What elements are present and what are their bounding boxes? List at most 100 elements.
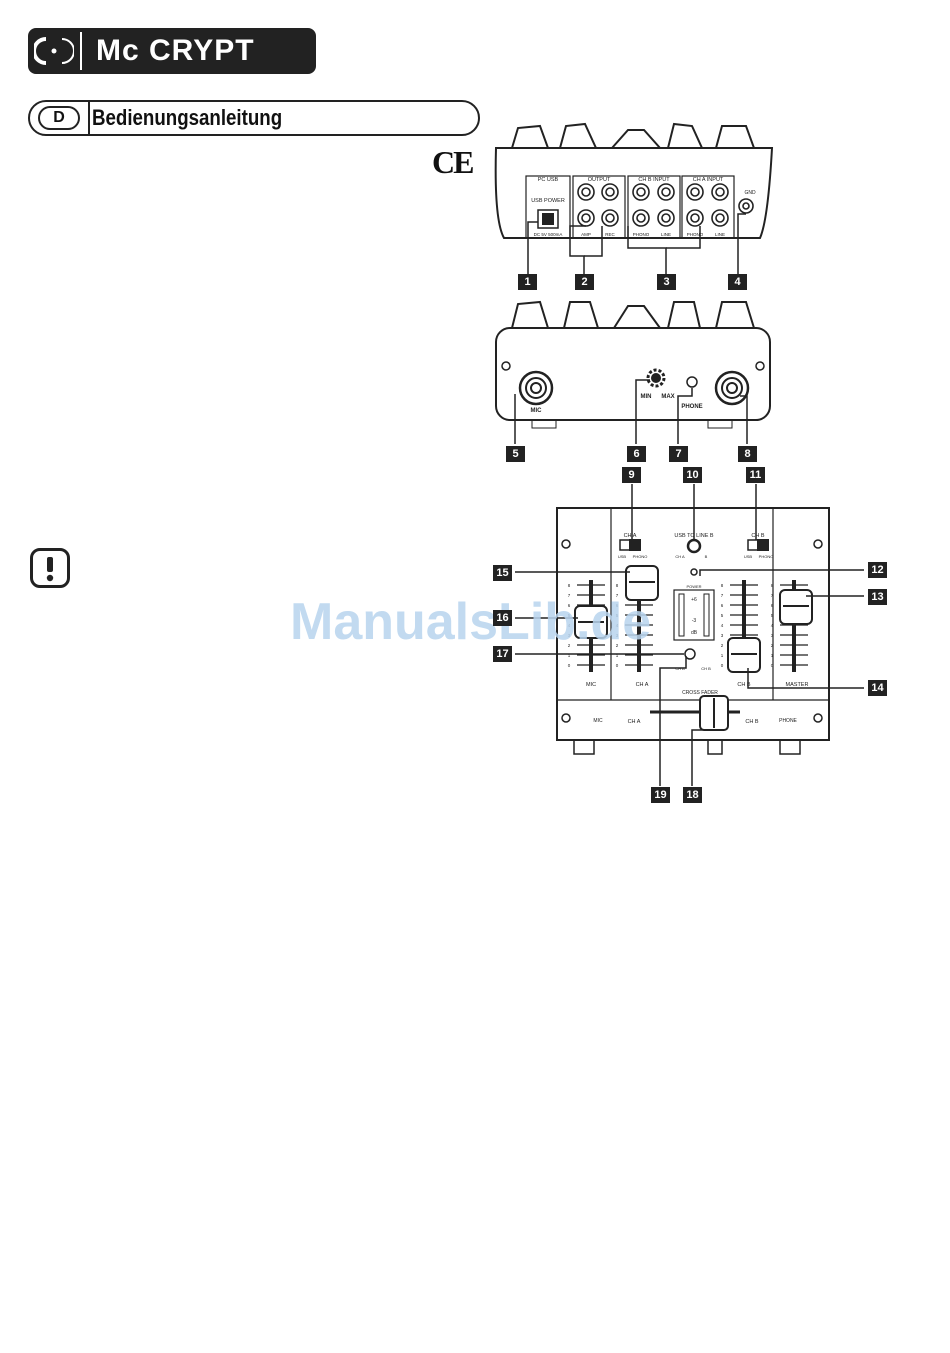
- rear-section-cha: CH A INPUT: [693, 177, 724, 183]
- fader-scale-label: 0: [771, 663, 774, 668]
- callout-6: 6: [627, 446, 646, 462]
- fader-scale-label: 0: [568, 663, 571, 668]
- mic-channel-label: MIC: [586, 682, 596, 688]
- callout-5: 5: [506, 446, 525, 462]
- callout-14: 14: [868, 680, 887, 696]
- meter-db: dB: [691, 630, 698, 636]
- rear-section-output: OUTPUT: [588, 177, 611, 183]
- callout-10: 10: [683, 467, 702, 483]
- min-label: MIN: [641, 394, 652, 400]
- fader-scale-label: 3: [616, 633, 619, 638]
- ce-mark: CE: [432, 144, 474, 180]
- fader-scale-label: 2: [568, 643, 571, 648]
- chb-opt-phono: PHONO: [759, 554, 774, 559]
- callout-18: 18: [683, 787, 702, 803]
- callout-17: 17: [493, 646, 512, 662]
- fader-scale-label: 6: [616, 603, 619, 608]
- callout-8: 8: [738, 446, 757, 462]
- fader-scale-label: 4: [721, 623, 724, 628]
- cue-chb-label: CH B: [701, 666, 711, 671]
- callout-4: 4: [728, 274, 747, 290]
- bottom-cha-label: CH A: [628, 719, 641, 725]
- power-label: POWER: [686, 584, 701, 589]
- callout-7: 7: [669, 446, 688, 462]
- chb-channel-label: CH B: [737, 682, 750, 688]
- fader-scale-label: 3: [771, 633, 774, 638]
- usb-switch-opt-a: CH A: [675, 554, 685, 559]
- jack-cha-phono-label: PHONO: [687, 232, 704, 237]
- fader-scale-label: 1: [721, 653, 724, 658]
- fader-scale-label: 4: [616, 623, 619, 628]
- jack-amp-label: AMP: [581, 232, 591, 237]
- rear-section-chb: CH B INPUT: [638, 177, 670, 183]
- fader-scale-label: 8: [568, 583, 571, 588]
- cha-switch-label: CH A: [624, 533, 637, 539]
- fader-scale-label: 7: [568, 593, 571, 598]
- cha-channel-label: CH A: [636, 682, 649, 688]
- usb-spec-label: DC 5V 500mA: [534, 232, 563, 237]
- cha-opt-phono: PHONO: [633, 554, 648, 559]
- fader-scale-label: 8: [616, 583, 619, 588]
- fader-scale-label: 0: [616, 663, 619, 668]
- fader-scale-label: 7: [616, 593, 619, 598]
- usb-power-label: USB POWER: [531, 198, 565, 204]
- cha-opt-usb: USB: [618, 554, 627, 559]
- top-mic-jack-label: MIC: [593, 718, 603, 724]
- chb-opt-usb: USB: [744, 554, 753, 559]
- jack-rec-label: REC: [605, 232, 615, 237]
- master-channel-label: MASTER: [786, 682, 809, 688]
- callout-12: 12: [868, 562, 887, 578]
- callout-3: 3: [657, 274, 676, 290]
- title-bar: D Bedienungsanleitung: [28, 100, 480, 136]
- callout-1: 1: [518, 274, 537, 290]
- max-label: MAX: [661, 394, 674, 400]
- callout-15: 15: [493, 565, 512, 581]
- brand-name: Mc CRYPT: [96, 34, 255, 67]
- fader-scale-label: 0: [721, 663, 724, 668]
- fader-scale-label: 8: [721, 583, 724, 588]
- gnd-label: GND: [744, 190, 756, 196]
- bottom-chb-label: CH B: [745, 719, 758, 725]
- logo-separator: [80, 32, 82, 70]
- title-separator: [88, 102, 90, 134]
- fader-scale-label: 5: [616, 613, 619, 618]
- callout-9: 9: [622, 467, 641, 483]
- fader-scale-label: 7: [771, 593, 774, 598]
- front-panel-body: [495, 327, 771, 421]
- meter-minus3: -3: [692, 618, 697, 624]
- fader-scale-label: 5: [721, 613, 724, 618]
- fader-scale-label: 6: [771, 603, 774, 608]
- usb-to-line-label: USB TO LINE B: [674, 533, 714, 539]
- fader-scale-label: 2: [616, 643, 619, 648]
- cue-cha-label: CH A: [675, 666, 685, 671]
- callout-2: 2: [575, 274, 594, 290]
- meter-plus6: +6: [691, 597, 697, 603]
- crossfader-label: CROSS FADER: [682, 690, 718, 696]
- top-phone-jack-label: PHONE: [779, 718, 797, 724]
- fader-scale-label: 1: [568, 653, 571, 658]
- fader-scale-label: 5: [771, 613, 774, 618]
- language-badge: D: [38, 106, 80, 130]
- fader-scale-label: 3: [721, 633, 724, 638]
- logo-mark-icon: [28, 28, 80, 74]
- jack-chb-line-label: LINE: [661, 232, 671, 237]
- fader-scale-label: 1: [616, 653, 619, 658]
- fader-scale-label: 6: [568, 603, 571, 608]
- jack-chb-phono-label: PHONO: [633, 232, 650, 237]
- front-panel-knobs: [510, 300, 756, 329]
- fader-scale-label: 7: [721, 593, 724, 598]
- rear-section-pcusb: PC USB: [538, 177, 559, 183]
- brand-logo: Mc CRYPT: [28, 28, 316, 74]
- fader-scale-label: 8: [771, 583, 774, 588]
- usb-switch-opt-b: B: [705, 554, 708, 559]
- callout-19: 19: [651, 787, 670, 803]
- rear-panel-knobs: [510, 122, 756, 149]
- fader-scale-label: 2: [721, 643, 724, 648]
- fader-scale-label: 4: [771, 623, 774, 628]
- callout-11: 11: [746, 467, 765, 483]
- fader-scale-label: 5: [568, 613, 571, 618]
- callout-16: 16: [493, 610, 512, 626]
- fader-scale-label: 2: [771, 643, 774, 648]
- fader-scale-label: 4: [568, 623, 571, 628]
